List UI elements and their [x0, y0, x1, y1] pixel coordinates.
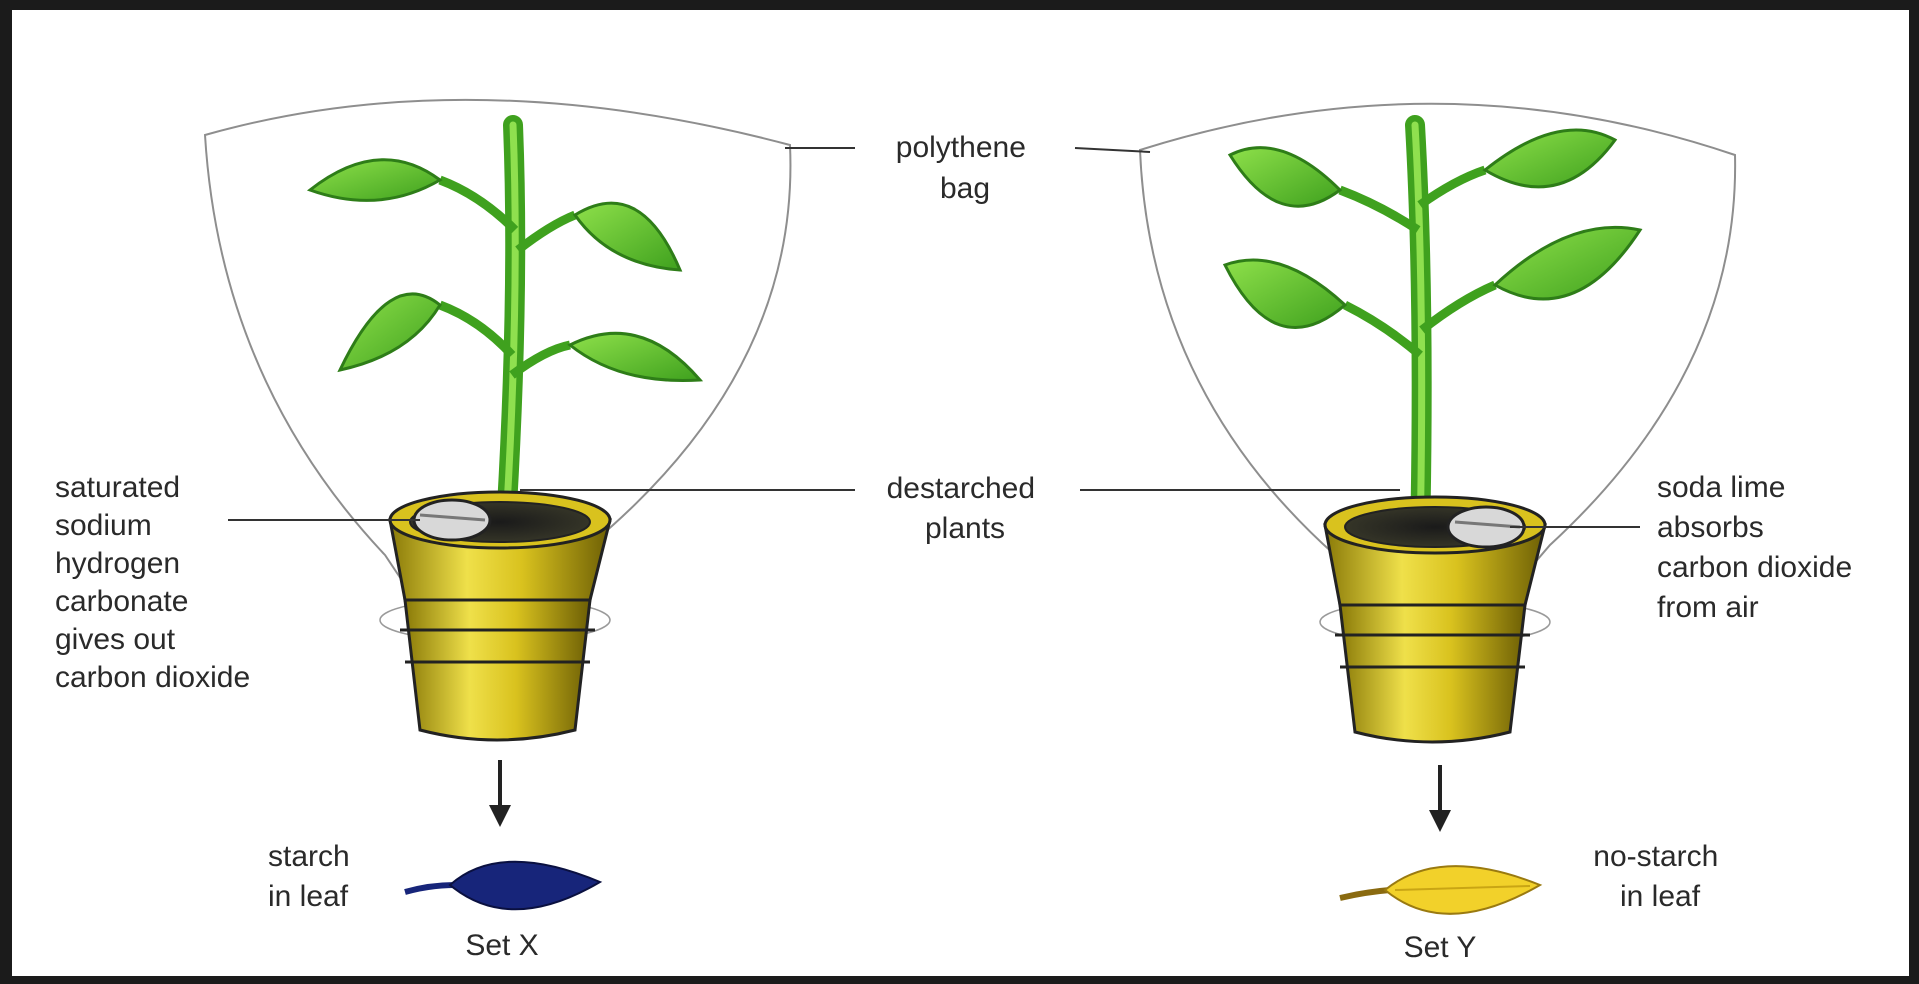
down-arrow-icon	[489, 760, 511, 827]
sodium-hydrogen-carbonate-label: saturated sodium hydrogen carbonate give…	[55, 471, 250, 694]
leaf-icon	[405, 862, 600, 910]
set-y-label: Set Y	[1404, 931, 1477, 964]
plant-icon	[310, 125, 700, 540]
down-arrow-icon	[1429, 765, 1451, 832]
plant-icon	[1225, 125, 1640, 540]
no-starch-in-leaf-label: no-starch in leaf	[1593, 840, 1726, 913]
flower-pot-icon	[390, 492, 610, 740]
destarched-plants-label: destarched plants	[887, 472, 1044, 545]
set-x-label: Set X	[465, 929, 538, 962]
flower-pot-icon	[1325, 497, 1545, 742]
leaf-icon	[1340, 866, 1540, 914]
set-x-apparatus	[205, 100, 790, 909]
starch-in-leaf-label: starch in leaf	[268, 840, 358, 913]
polythene-bag-label: polythene bag	[896, 131, 1034, 205]
soda-lime-label: soda lime absorbs carbon dioxide from ai…	[1657, 471, 1860, 624]
set-y-apparatus	[1140, 104, 1735, 914]
